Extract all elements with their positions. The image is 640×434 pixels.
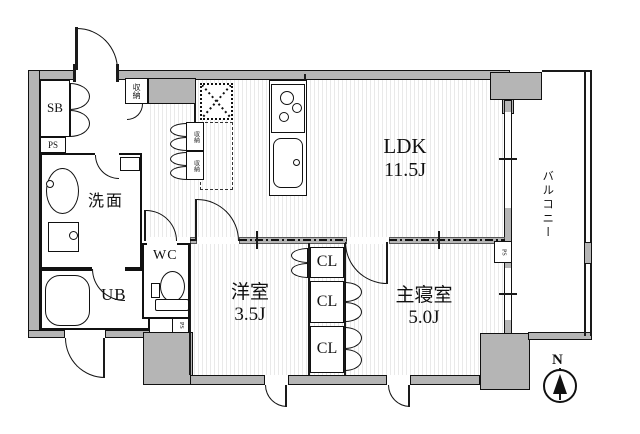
yoshitsu-area: 3.5J [234,304,266,325]
ldk-area: 11.5J [383,158,427,181]
box-pipe-space-master [494,241,512,263]
label-pipe-space-master: PS [500,248,507,256]
washer-drain [69,231,78,240]
compass-needle-icon [553,374,567,394]
box-pipe-space-yoshitsu [172,318,189,333]
balcony-outer-line-2 [590,70,592,336]
ldk-balcony-window [504,112,512,208]
compass-needle-tail [559,394,561,400]
entrance-door-arc [77,28,118,70]
closet-3 [310,326,344,373]
partition-tick-2 [438,231,440,249]
label-entrance-storage: 収納 [132,83,142,99]
entrance-door-leaf [75,27,78,70]
wall-bottom-mid-c [410,375,480,385]
master-window-tick [499,293,517,295]
refrigerator-space [200,83,233,120]
wc-door-leaf [144,210,146,241]
closet-1 [310,247,344,278]
label-shoebox: SB [47,100,63,116]
wall-hall-ldk [194,103,196,123]
wall-bottom-left-a [28,330,65,338]
shoebox-door-2 [70,110,90,137]
wall-balcony-bottom [528,332,592,340]
wall-bottom-mid-b [288,375,387,385]
label-hall-storage-2: 収納 [192,159,199,172]
compass-north-label: N [552,352,563,368]
entrance-door-post-left [73,64,76,82]
basin-faucet [46,180,54,188]
kitchen-wall-notch [304,74,306,82]
label-pipe-space-yoshitsu: PS [177,322,184,329]
yoshitsu-window-arc [265,385,287,407]
shoebox-door-1 [70,83,90,110]
master-area: 5.0J [408,307,440,328]
entrance-door-post-right [116,64,119,82]
balcony-outer-line-1 [584,70,586,336]
yoshitsu-window-leaf [285,385,287,407]
stove-burner-2 [292,103,302,113]
toilet-base [155,299,189,311]
stove-burner-1 [280,91,294,105]
wash-basin [46,168,79,214]
partition-dashdot-c [389,239,505,241]
label-closet-2: CL [316,292,338,310]
entrance-hall-wall-block [148,78,196,104]
label-ldk: LDK 11.5J [357,131,453,185]
balcony-top-line [542,70,592,72]
wall-left [28,70,40,338]
label-closet-3: CL [316,340,338,358]
partition-dashdot-b [239,239,347,241]
label-pipe-space-main: PS [47,139,58,150]
wall-closet-left [308,243,310,375]
sink-drain [293,159,300,166]
label-balcony: バルコニー [541,170,554,240]
refrigerator-x-icon [202,85,231,118]
entrance-storage-door-arc [127,104,143,120]
label-hall-storage-1: 収納 [192,130,199,143]
label-bath: UB [101,285,127,304]
bathtub [45,275,90,326]
box-pipe-space-main [40,137,66,153]
yoshitsu-name: 洋室 [230,282,269,304]
washroom-door-gap [95,152,119,157]
ldk-name: LDK [383,134,427,159]
label-washroom: 洗面 [88,193,125,210]
label-yoshitsu: 洋室 3.5J [202,276,298,332]
master-name: 主寝室 [395,285,453,307]
counter-space-dashed [200,122,233,190]
closet-2 [310,281,344,323]
structure-block-right [480,333,530,390]
bath-window-leaf [103,338,105,378]
label-wc: WC [153,248,178,263]
stove-burner-3 [279,112,289,122]
washroom-shelf [120,157,140,171]
bath-window-arc [65,338,105,378]
room-shoebox [40,80,70,137]
master-window-arc [388,385,410,407]
yoshitsu-door-leaf [195,199,197,241]
label-master: 主寝室 5.0J [368,279,480,335]
partition-tick-1 [256,231,258,249]
ldk-window-tick [499,158,517,160]
toilet-cistern [151,283,160,298]
partition-dashdot-a [190,239,197,241]
master-door-leaf [386,242,388,284]
master-window-leaf [408,385,410,407]
wc-door-gap [147,241,177,246]
box-entrance-storage [125,78,148,104]
washer-pan [48,222,79,252]
label-closet-1: CL [316,253,338,271]
balcony-partition-tab [584,242,592,264]
wall-bottom-mid-a [190,375,265,385]
toilet-bowl [160,271,185,302]
wall-yoshitsu-left [189,243,191,375]
wall-top-right-block [490,72,542,100]
wall-right-seg-c [504,319,512,334]
structure-block-left [143,332,193,385]
